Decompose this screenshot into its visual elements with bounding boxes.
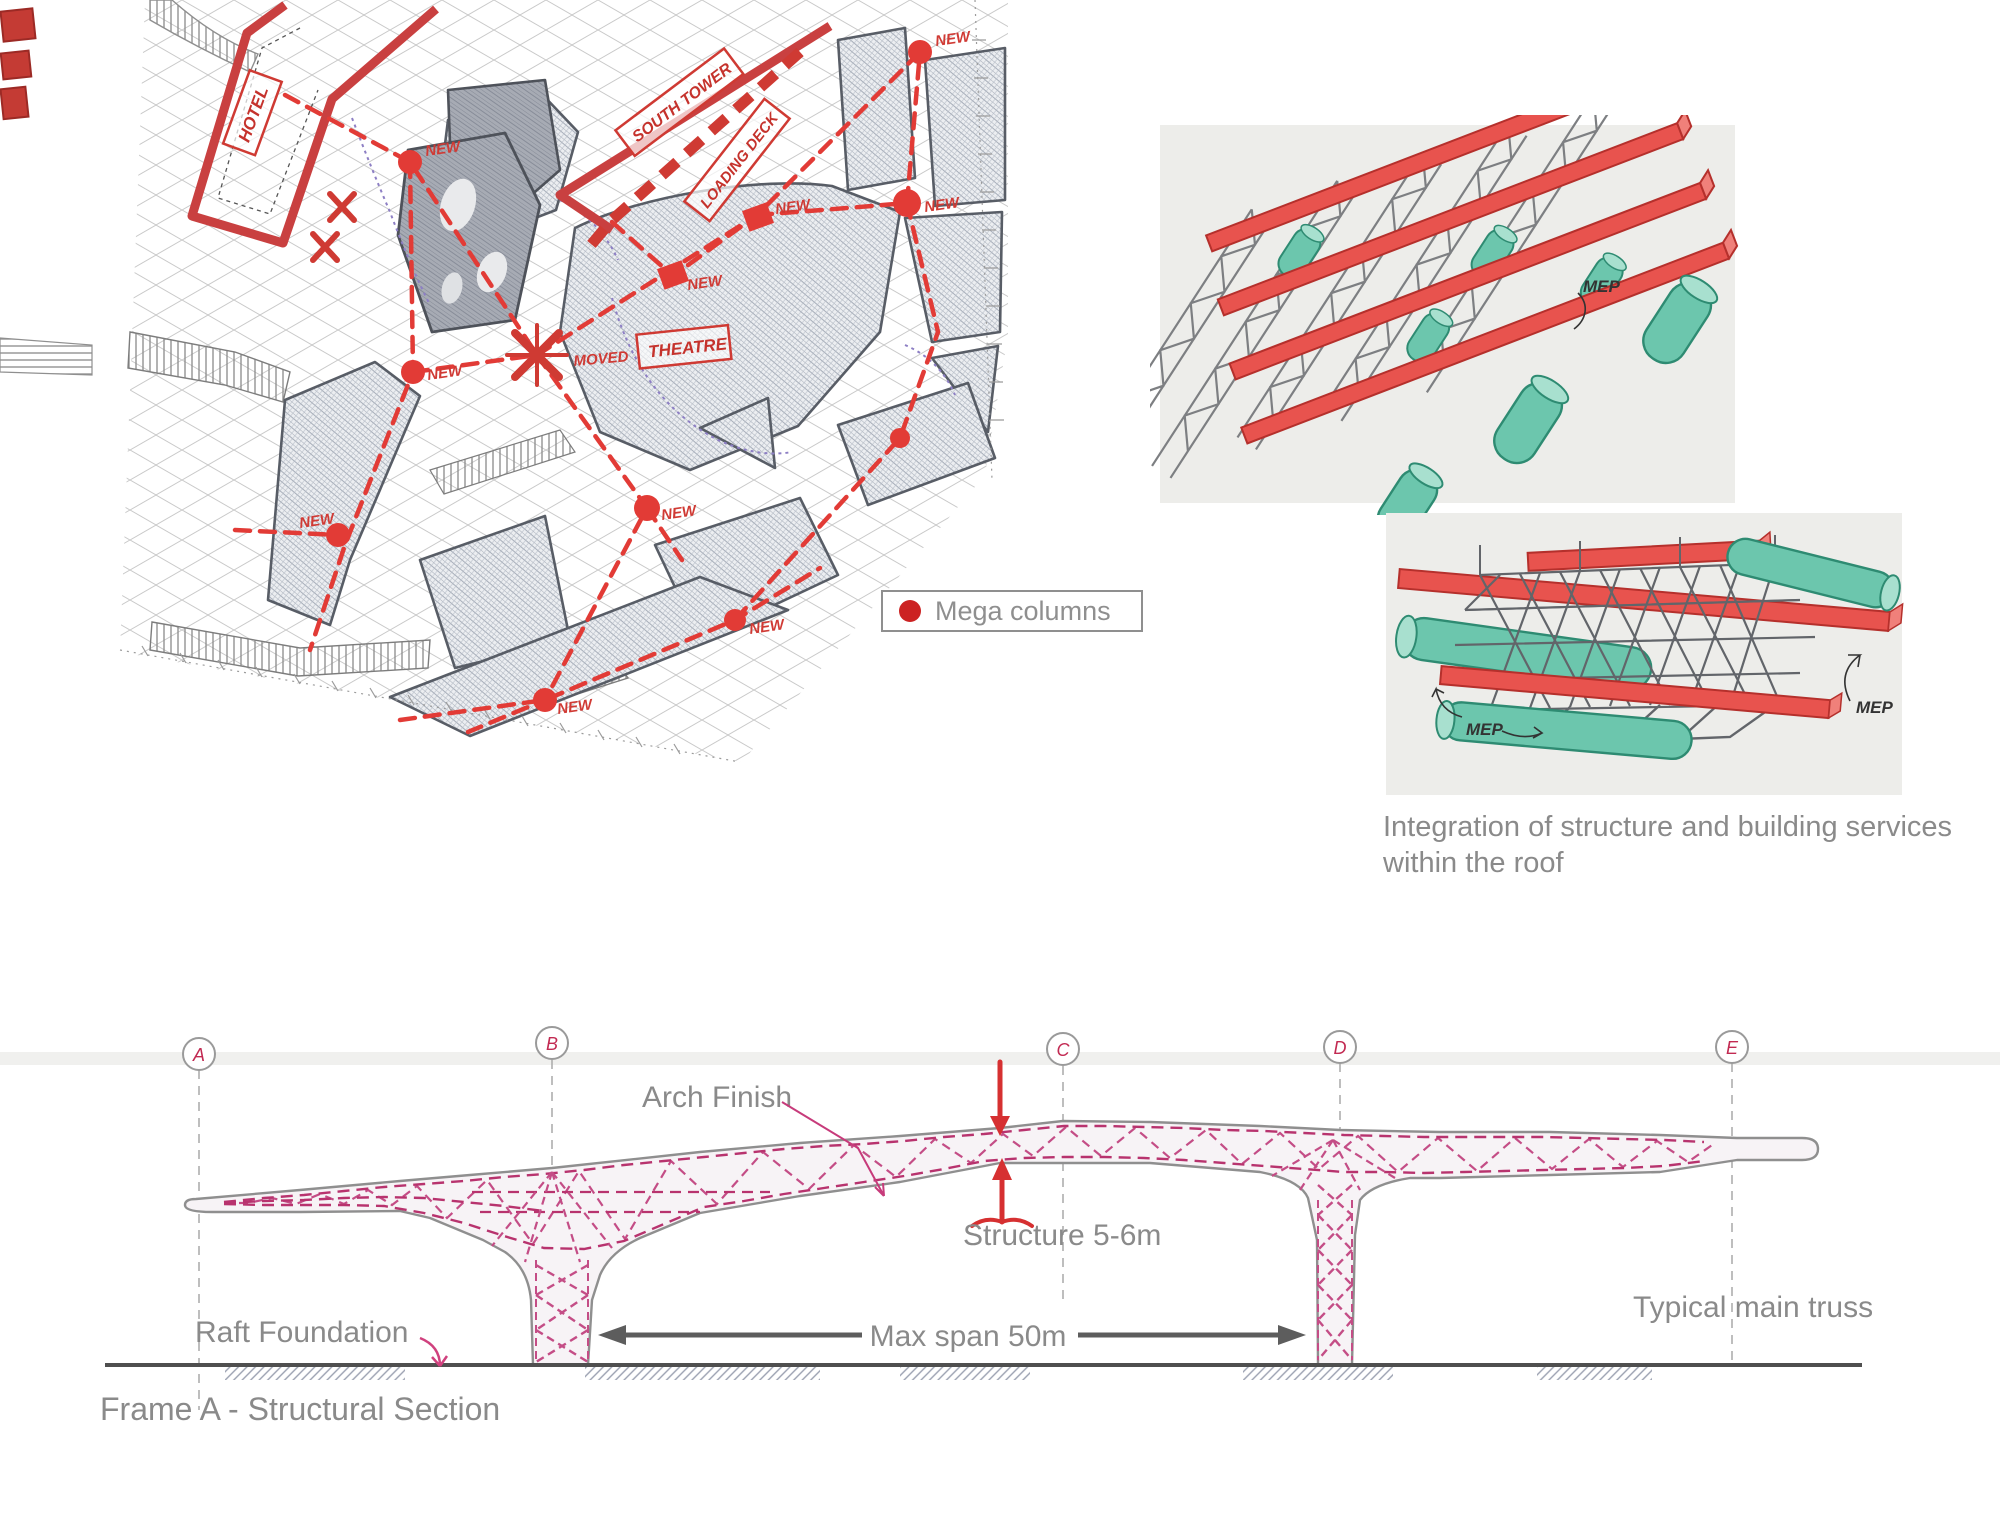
truss-line [1271,1139,1334,1177]
grid-bubble-b: B [546,1034,558,1054]
truss-line [551,1171,613,1249]
mep-duct-right [1726,537,1901,612]
truss-line [1299,1139,1334,1191]
svg-text:NEW: NEW [923,194,962,216]
moved-label: MOVED [573,348,629,370]
plan-boundary-ticks [119,0,1004,763]
svg-text:NEW: NEW [556,696,595,718]
grid-bubbles: A B C D E [182,1026,1749,1071]
grid-lines [198,1060,1733,1410]
sketch-caption: Integration of structure and building se… [1383,812,1963,885]
truss-line [223,1155,1705,1251]
mep-ducts-large [1376,274,1719,515]
svg-text:NEW: NEW [774,196,813,218]
mep-label-3: MEP [1856,698,1894,717]
truss-line [1317,1249,1353,1286]
truss-line [491,1171,553,1247]
steel-trusses [1150,115,1613,508]
roof-outline [183,1119,1820,1367]
svg-text:NEW: NEW [426,362,465,384]
roof-truss-sketch-1: MEP [1150,115,1739,515]
typical-main-truss-label: Typical main truss [1633,1291,1873,1324]
arch-finish-leader [781,1101,885,1197]
svg-text:NEW: NEW [748,616,787,638]
mep-label-2: MEP [1466,720,1504,739]
theatre: THEATRE [634,323,733,370]
truss-line [1317,1214,1353,1251]
sketch-caption-line2: within the roof [1383,847,1564,880]
grid-bubble-e: E [1726,1038,1739,1058]
grid-bubble-a: A [192,1045,205,1065]
red-beam-lower [1438,665,1843,720]
max-span-label: Max span 50m [870,1320,1067,1353]
red-beam-main [1397,567,1904,633]
svg-text:NEW: NEW [298,510,337,532]
mega-columns [310,40,932,712]
curved-road-band [149,0,259,73]
max-span-dimension [598,1325,1306,1345]
mep-label-1: MEP [1583,277,1621,296]
truss-line [1317,1184,1353,1216]
raft-foundation-label: Raft Foundation [195,1316,408,1349]
truss-line [535,1294,589,1331]
truss-line [223,1124,1705,1204]
structure-depth-label: Structure 5-6m [963,1219,1161,1252]
legend-label: Mega columns [935,595,1111,626]
sketch-caption-line1: Integration of structure and building se… [1383,811,1953,843]
plan-parcels [266,26,1007,738]
mid-road-hatch [429,429,576,495]
truss-line [1332,1139,1361,1191]
mep-duct-bottom [1435,700,1693,761]
roof-truss-infill [223,1124,1716,1364]
site-plan-sketch: HOTEL SOUTH TOWER LOADING DECK THEATRE [0,0,1008,763]
svg-text:NEW: NEW [686,272,725,294]
raft-foundation-arrow [419,1336,449,1367]
mep-leader-1 [1573,292,1586,330]
truss-line [550,1171,582,1263]
svg-text:NEW: NEW [424,138,463,160]
mep-annotations [1431,654,1863,739]
roof-truss-sketch-2: MEP MEP [1386,513,1904,795]
plan-dark-parcels [396,78,562,334]
arch-finish-label: Arch Finish [642,1081,792,1114]
mega-column-dot-icon [899,600,921,622]
red-roof-beams [1204,115,1739,445]
mega-columns-legend: Mega columns [881,590,1143,632]
truss-line [1317,1200,1353,1360]
grid-bubble-c: C [1057,1040,1071,1060]
svg-text:NEW: NEW [660,502,699,524]
road-fork [127,331,291,403]
plan-corner-red-blocks [0,7,37,121]
truss-line [535,1263,589,1297]
structural-section: A B C D E Arch Finish Structure 5-6m [0,1026,2000,1427]
truss-line [1317,1319,1353,1361]
grid-band [0,1052,2000,1065]
truss-line [523,1171,554,1263]
section-title: Frame A - Structural Section [100,1391,500,1427]
svg-text:NEW: NEW [934,28,973,50]
ground-hatch-strips [225,1367,1652,1380]
moved-x-marker [505,323,569,387]
truss-line [535,1260,589,1362]
structure-depth-arrows [970,1059,1034,1228]
truss-line [223,1195,545,1213]
grid-bubble-d: D [1334,1038,1347,1058]
truss-line [1317,1284,1353,1321]
left-road-band [0,337,93,376]
truss-line [535,1328,589,1364]
network-labels: NEW NEW NEW NEW NEW NEW NEW NEW NEW NEW … [298,28,973,718]
lower-left-road [149,621,431,677]
